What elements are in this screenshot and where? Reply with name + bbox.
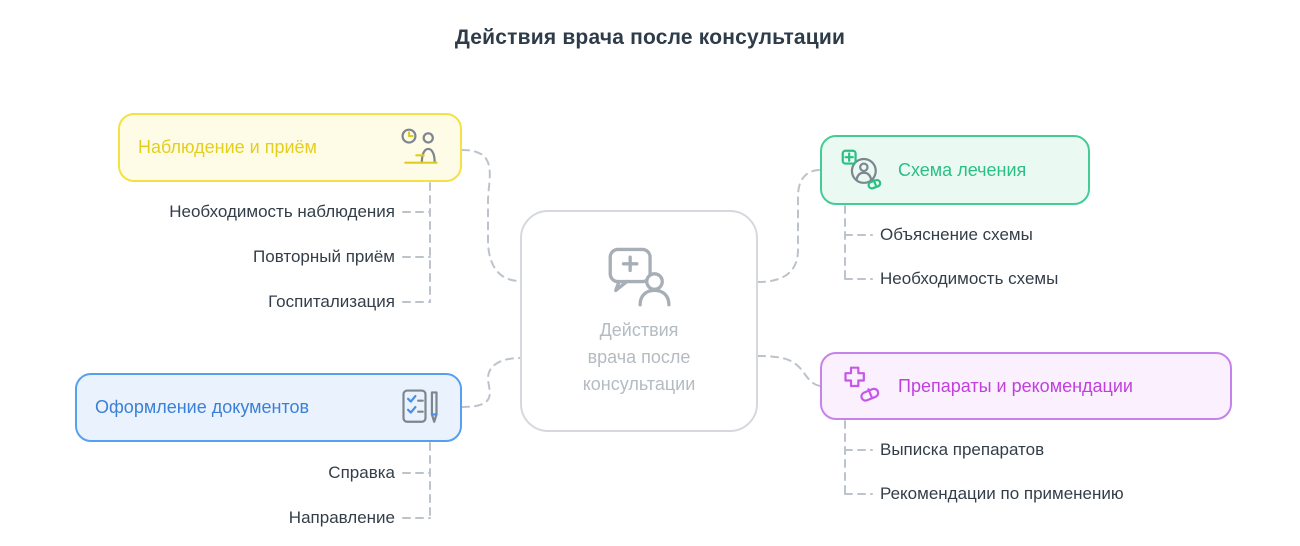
doctor-chat-icon xyxy=(603,245,675,307)
cross-pill-icon xyxy=(840,364,884,408)
reception-clock-icon xyxy=(398,126,442,170)
branch-observation-label: Наблюдение и приём xyxy=(138,137,317,157)
treatment-scheme-icon xyxy=(840,148,884,192)
diagram-title: Действия врача после консультации xyxy=(454,26,846,49)
branch-medication-label: Препараты и рекомендации xyxy=(898,375,1133,396)
branch-medication[interactable]: Препараты и рекомендации xyxy=(820,352,1232,420)
center-node[interactable]: Действия врача после консультации xyxy=(520,210,758,432)
sub-item-observation-2[interactable]: Госпитализация xyxy=(268,292,395,311)
sub-item-medication-1[interactable]: Рекомендации по применению xyxy=(880,484,1124,503)
sub-item-treatment-1[interactable]: Необходимость схемы xyxy=(880,269,1059,288)
branch-documents[interactable]: Оформление документов xyxy=(75,373,462,442)
branch-observation[interactable]: Наблюдение и приём xyxy=(118,113,462,182)
center-node-label: Действия врача после консультации xyxy=(582,319,696,394)
document-pen-icon xyxy=(398,386,442,430)
sub-item-documents-1[interactable]: Направление xyxy=(288,508,395,527)
sub-item-observation-0[interactable]: Необходимость наблюдения xyxy=(169,202,395,221)
sub-item-medication-0[interactable]: Выписка препаратов xyxy=(880,440,1045,459)
sub-item-treatment-0[interactable]: Объяснение схемы xyxy=(880,225,1033,244)
branch-treatment[interactable]: Схема лечения xyxy=(820,135,1090,205)
sub-item-documents-0[interactable]: Справка xyxy=(328,463,395,482)
branch-documents-label: Оформление документов xyxy=(95,397,310,417)
branch-treatment-label: Схема лечения xyxy=(898,159,1027,180)
sub-item-observation-1[interactable]: Повторный приём xyxy=(253,247,395,266)
